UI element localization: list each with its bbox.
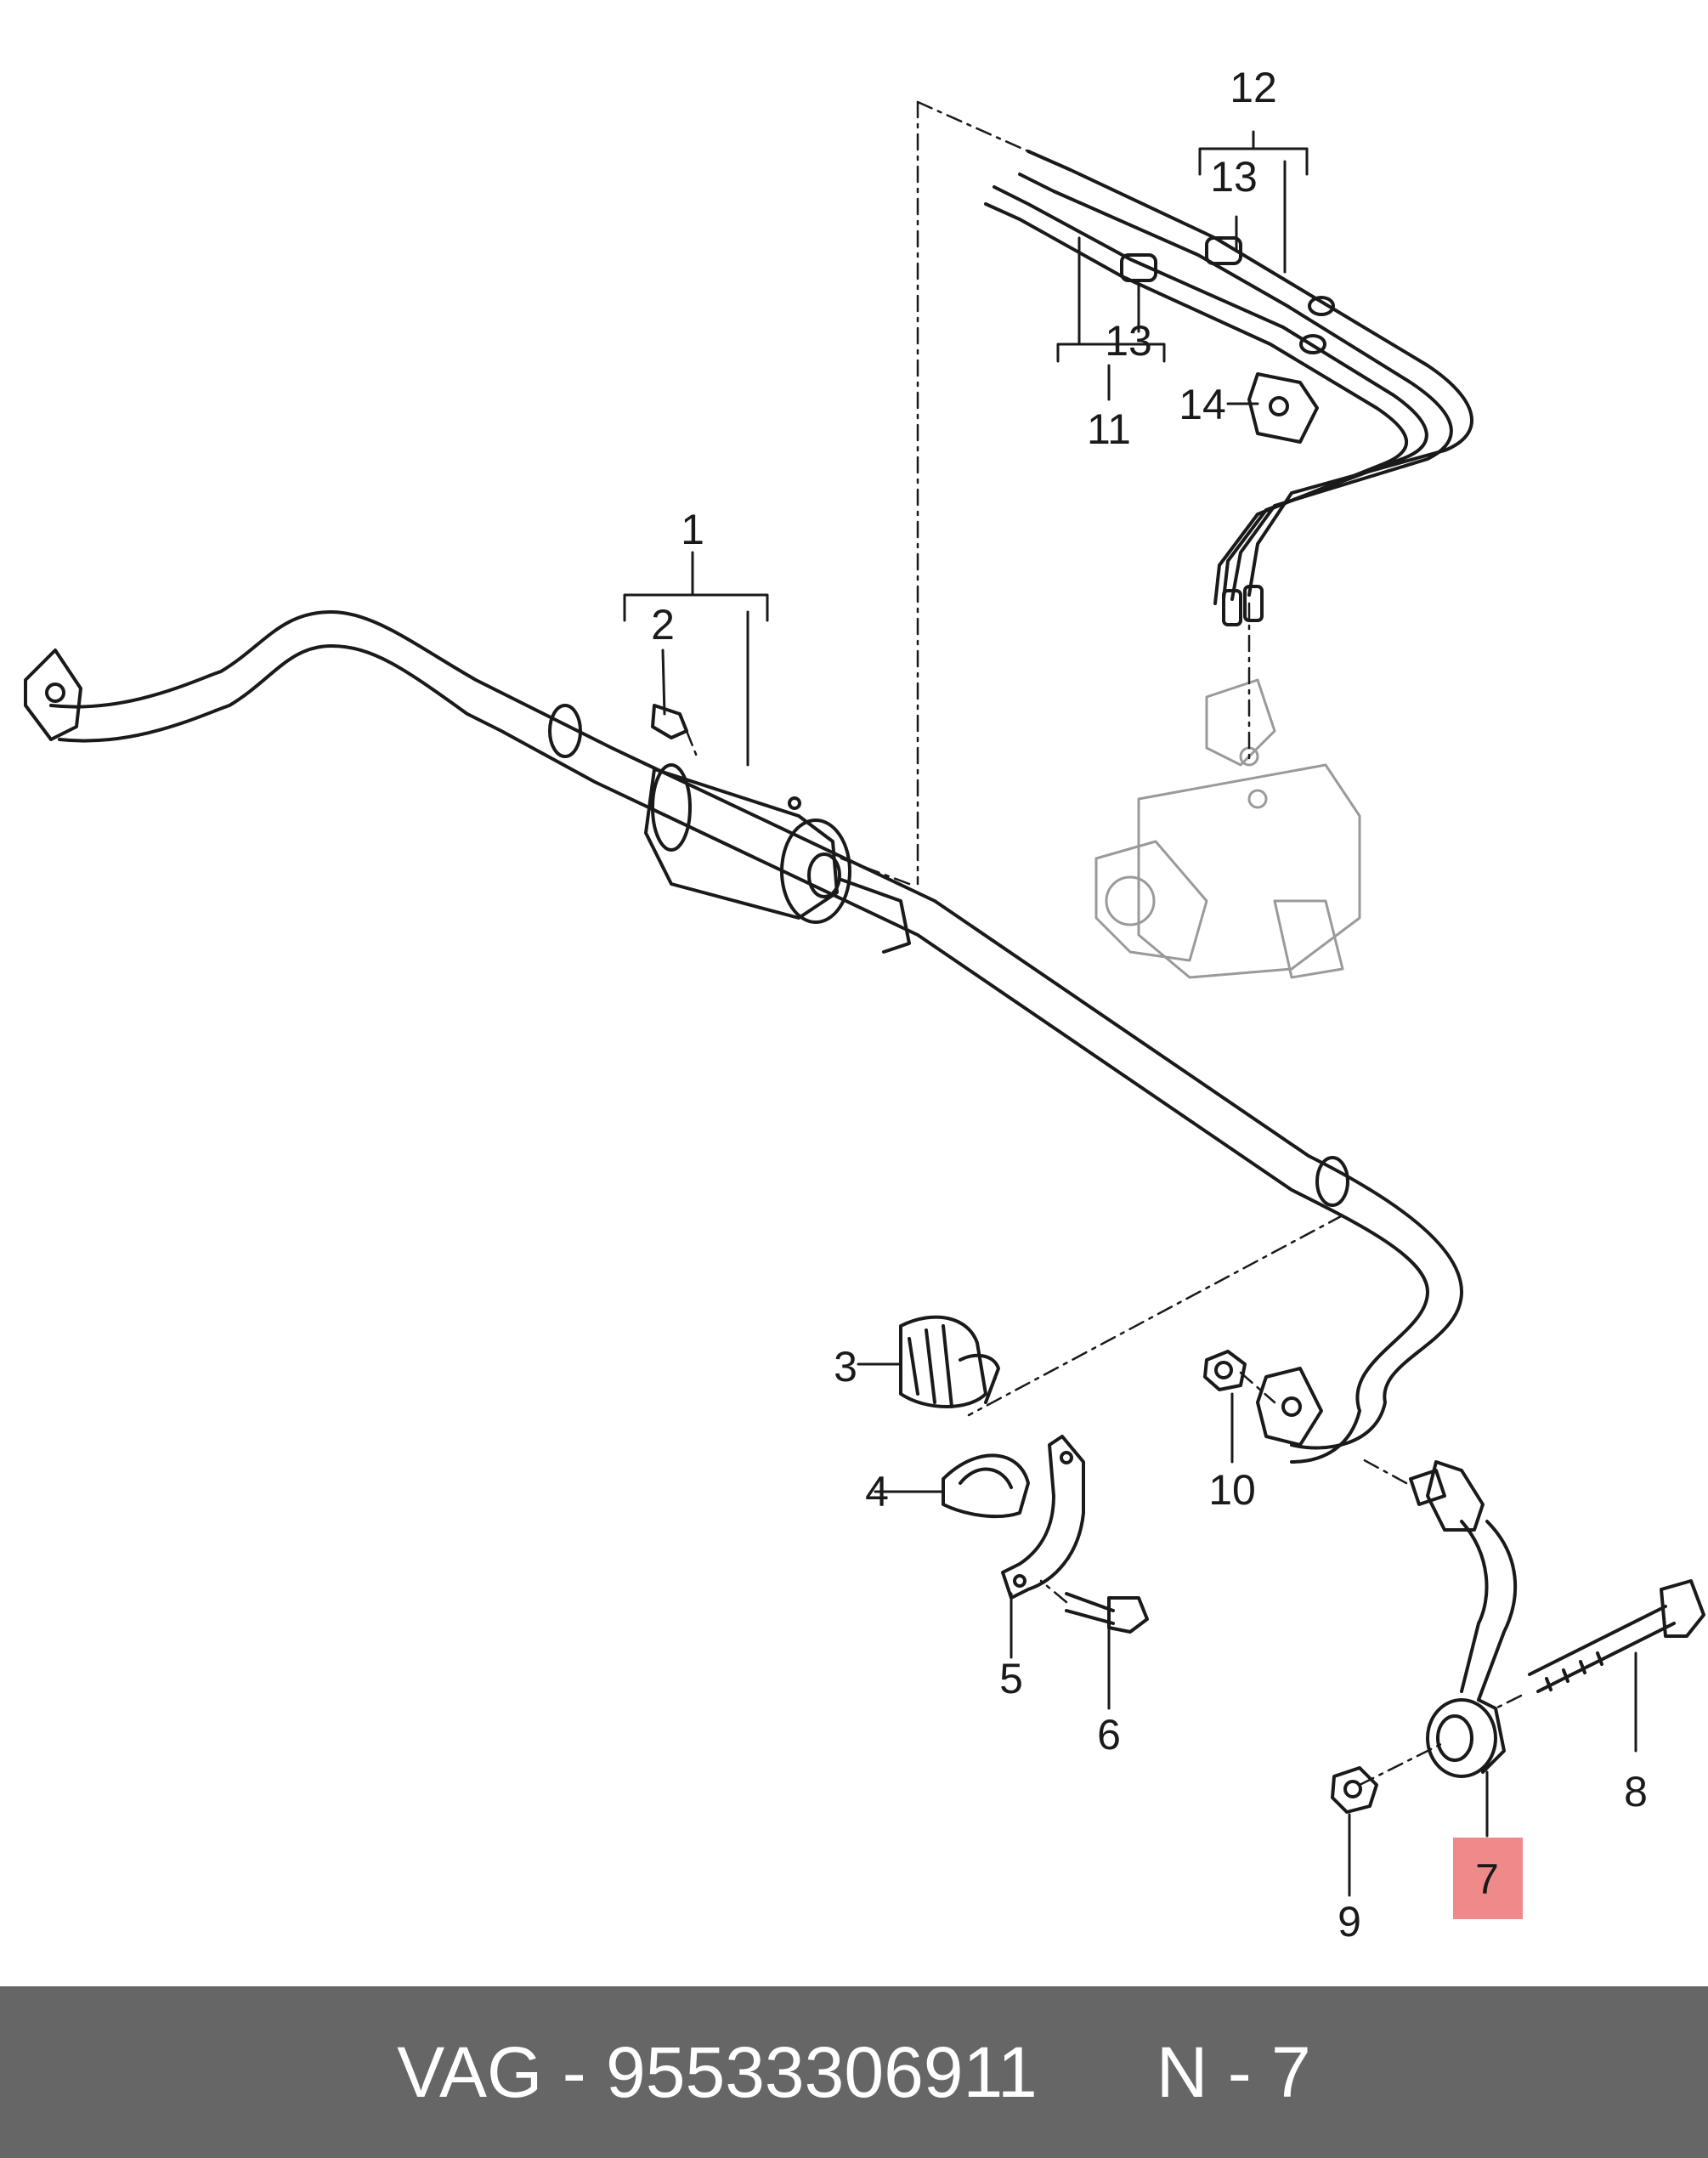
stabilizer-bar (49, 610, 1463, 1464)
leader-lines (623, 130, 1637, 1897)
callout-13-lower: 13 (1105, 317, 1152, 365)
line-clip (1247, 372, 1319, 444)
nut-10 (1203, 1350, 1247, 1391)
footer-separator: - (542, 2032, 607, 2112)
footer-text: VAG - 95533306911 N - 7 (0, 1986, 1708, 2158)
assembly-lines (685, 100, 1523, 1787)
callout-12: 12 (1230, 64, 1277, 111)
right-end-bracket (1256, 1367, 1323, 1447)
callout-10: 10 (1208, 1466, 1256, 1514)
callout-14: 14 (1179, 381, 1226, 428)
callout-9: 9 (1338, 1898, 1361, 1946)
callout-5: 5 (999, 1655, 1023, 1702)
long-bolt (1528, 1579, 1705, 1693)
footer-bar: VAG - 95533306911 N - 7 (0, 1986, 1708, 2158)
bracket-clamp (1001, 1435, 1085, 1600)
actuator-motor (644, 763, 911, 954)
nut-9 (1331, 1766, 1378, 1814)
footer-brand: VAG (397, 2032, 543, 2112)
callout-8: 8 (1624, 1768, 1648, 1815)
rubber-bushing (899, 1315, 1000, 1408)
footer-position: N - 7 (1156, 2032, 1311, 2112)
coupling-rod (1409, 1460, 1518, 1778)
callout-4: 4 (865, 1468, 889, 1515)
callout-1: 1 (681, 506, 704, 553)
valve-block (1094, 678, 1361, 979)
left-end-bracket (24, 649, 82, 741)
callout-labels: 1 2 3 4 5 6 7 8 9 10 11 12 13 13 14 (651, 64, 1648, 1946)
callout-6: 6 (1097, 1711, 1121, 1759)
clamp-bolt (1065, 1592, 1149, 1634)
hydraulic-lines (984, 150, 1473, 626)
bushing-holder (942, 1453, 1030, 1519)
callout-13-upper: 13 (1210, 153, 1258, 201)
callout-11: 11 (1087, 405, 1131, 453)
grease-nipple (651, 704, 688, 739)
callout-2: 2 (651, 601, 675, 649)
footer-part-number: 95533306911 (606, 2032, 1038, 2112)
callout-7: 7 (1475, 1855, 1499, 1903)
bar-ring (548, 704, 1349, 1207)
callout-3: 3 (834, 1343, 857, 1391)
highlight-box (1453, 1838, 1523, 1919)
